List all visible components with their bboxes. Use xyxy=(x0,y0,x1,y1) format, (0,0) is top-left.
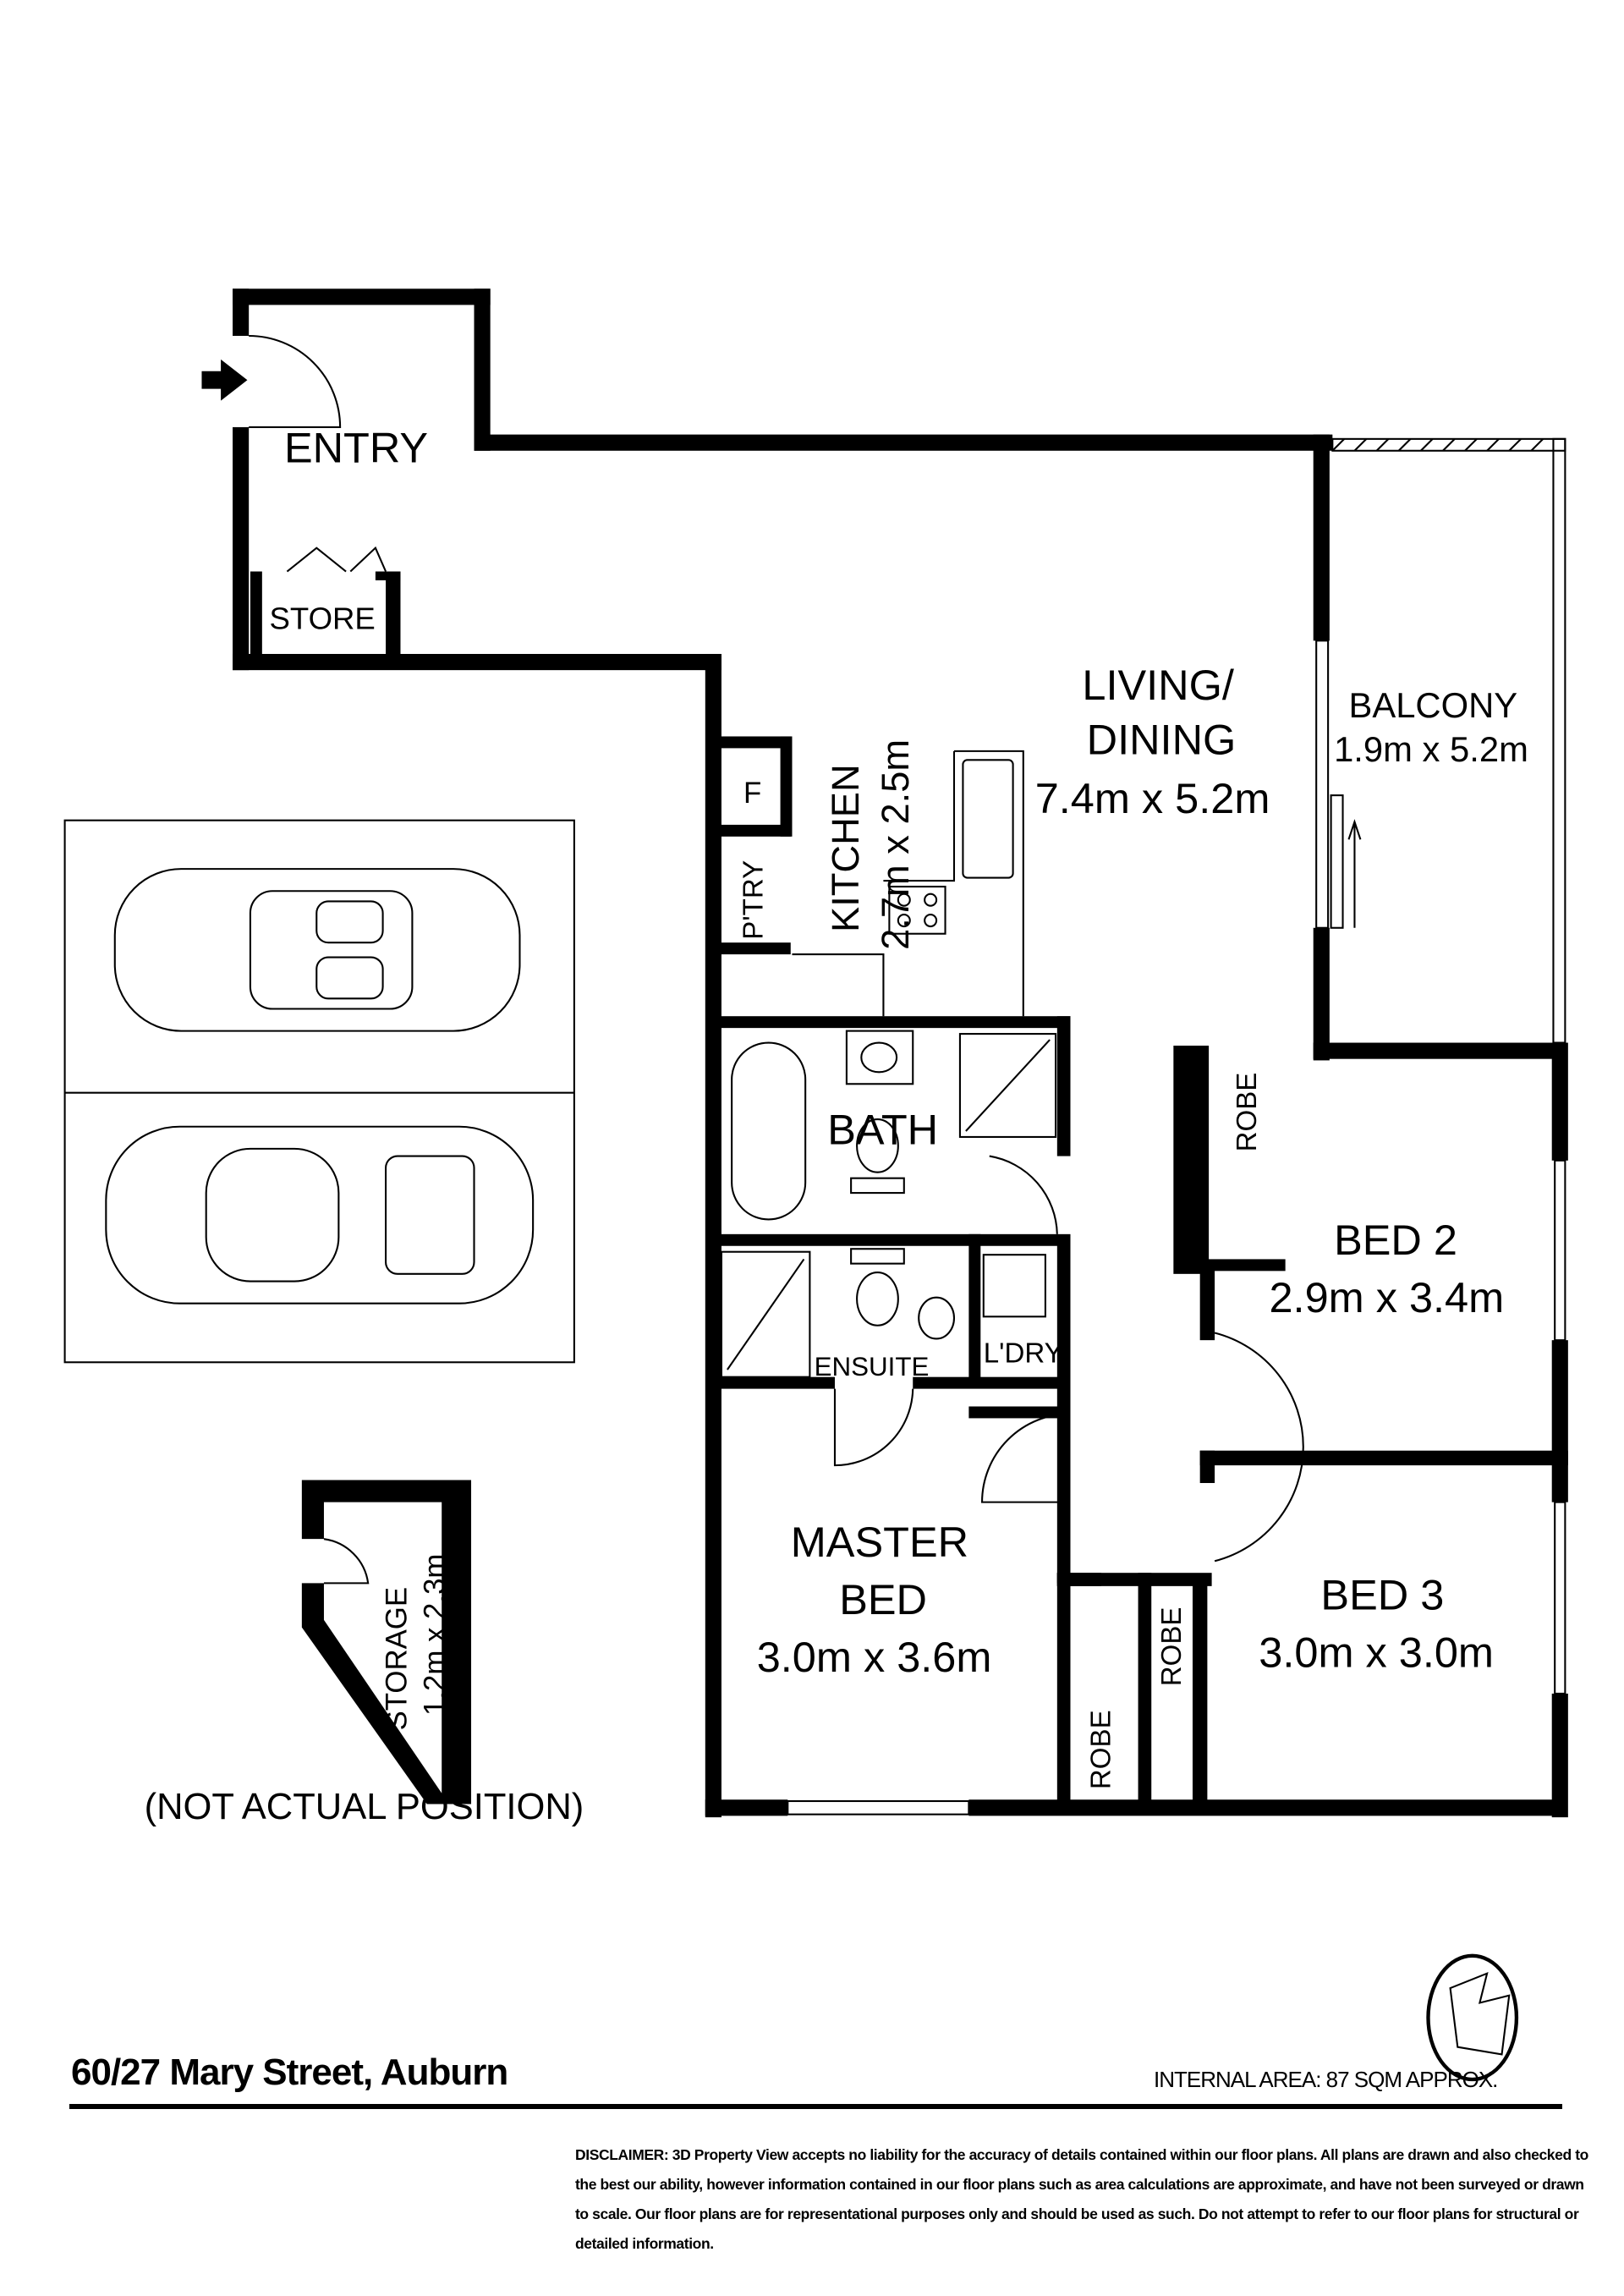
property-address: 60/27 Mary Street, Auburn xyxy=(71,2052,508,2093)
room-size-master: 3.0m x 3.6m xyxy=(757,1633,992,1681)
disclaimer: DISCLAIMER: 3D Property View accepts no … xyxy=(575,2146,1588,2252)
room-label-ensuite: ENSUITE xyxy=(815,1352,930,1381)
room-label-master: MASTER xyxy=(791,1518,968,1566)
storage-walls xyxy=(301,1480,472,1804)
room-label-kitchen: KITCHEN xyxy=(824,764,867,932)
fridge-label: F xyxy=(743,777,761,810)
walls xyxy=(233,288,1568,1818)
room-size-kitchen: 2.7m x 2.5m xyxy=(874,739,917,950)
room-label-entry: ENTRY xyxy=(284,424,428,472)
robe-label-master: ROBE xyxy=(1085,1710,1116,1789)
room-label-bath: BATH xyxy=(827,1106,938,1154)
internal-area: INTERNAL AREA: 87 SQM APPROX. xyxy=(1154,2067,1498,2092)
fixtures xyxy=(249,334,1566,1563)
room-label-balcony: BALCONY xyxy=(1348,685,1517,725)
room-label-store: STORE xyxy=(270,601,376,635)
room-size-bed2: 2.9m x 3.4m xyxy=(1269,1273,1504,1321)
room-label-master-bed: BED xyxy=(839,1575,927,1623)
entry-arrow-icon xyxy=(201,359,248,401)
car-icon xyxy=(105,1125,535,1305)
pantry-label: P'TRY xyxy=(738,860,770,940)
room-size-living: 7.4m x 5.2m xyxy=(1035,774,1270,822)
robe-label-bed2: ROBE xyxy=(1232,1073,1263,1152)
divider xyxy=(69,2104,1562,2109)
north-arrow-icon xyxy=(1426,1953,1519,2082)
room-label-laundry: L'DRY xyxy=(984,1338,1063,1369)
car-icon xyxy=(113,868,521,1032)
robe-label-bed3: ROBE xyxy=(1156,1607,1188,1687)
room-label-bed2: BED 2 xyxy=(1334,1216,1457,1264)
not-actual-position-note: (NOT ACTUAL POSITION) xyxy=(145,1787,584,1827)
room-size-storage: 1.2m x 2.3m xyxy=(419,1554,452,1716)
car-parking xyxy=(63,819,575,1364)
room-label-storage: STORAGE xyxy=(380,1587,413,1731)
room-label-bed3: BED 3 xyxy=(1320,1571,1444,1619)
room-label-dining: DINING xyxy=(1087,715,1237,763)
room-size-bed3: 3.0m x 3.0m xyxy=(1259,1629,1494,1677)
room-label-living: LIVING/ xyxy=(1082,661,1234,709)
room-size-balcony: 1.9m x 5.2m xyxy=(1334,729,1528,769)
